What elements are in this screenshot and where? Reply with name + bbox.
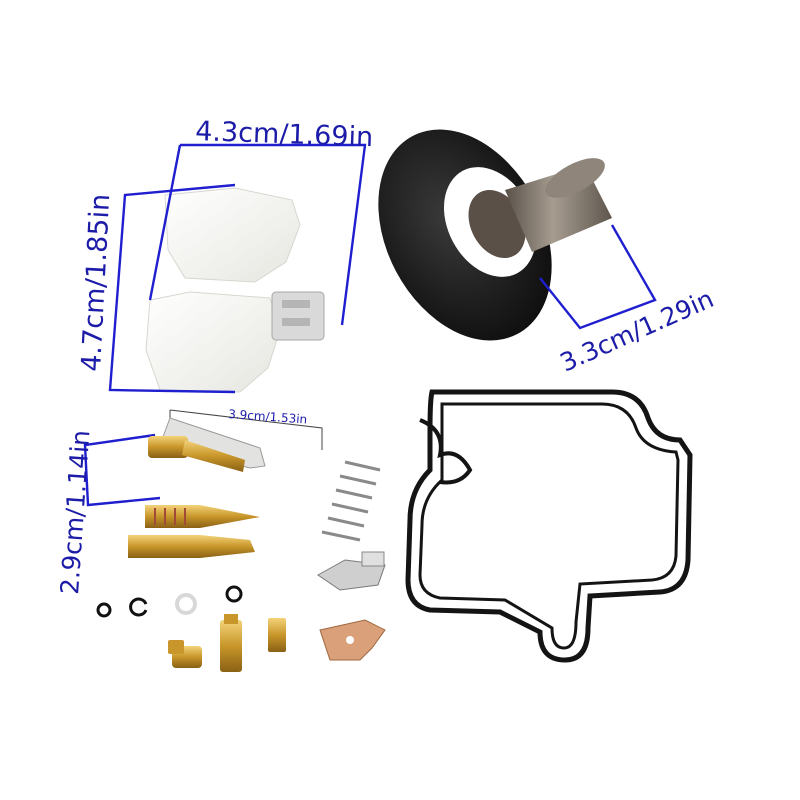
- screw-part: [168, 640, 202, 668]
- needle-length-label: 3.9cm/1.53in: [228, 407, 308, 426]
- small-o-ring-1: [96, 602, 112, 618]
- float-valve: [317, 551, 386, 591]
- gasket-part: [405, 389, 693, 663]
- float-height-label: 4.7cm/1.85in: [76, 193, 116, 372]
- spring-part: [321, 460, 381, 542]
- float-width-label: 4.3cm/1.69in: [195, 116, 374, 153]
- slow-jet: [128, 535, 255, 558]
- float-part: [145, 187, 325, 393]
- small-o-ring-2: [225, 585, 243, 603]
- float-arm-plate: [319, 619, 386, 661]
- pilot-screw: [145, 505, 260, 528]
- diaphragm-part: [378, 129, 612, 341]
- e-clip: [129, 597, 148, 617]
- pilot-jet: [268, 618, 286, 652]
- jet-height-dimension: 2.9cm/1.14in: [55, 429, 161, 595]
- float-width-dimension: 4.3cm/1.69in: [148, 116, 374, 326]
- diaphragm-dimension: 3.3cm/1.29in: [539, 224, 718, 377]
- needle-jet: [148, 436, 245, 472]
- main-jet: [220, 614, 242, 672]
- jet-height-label: 2.9cm/1.14in: [55, 429, 95, 595]
- washer: [175, 593, 197, 615]
- diaphragm-size-label: 3.3cm/1.29in: [556, 284, 718, 377]
